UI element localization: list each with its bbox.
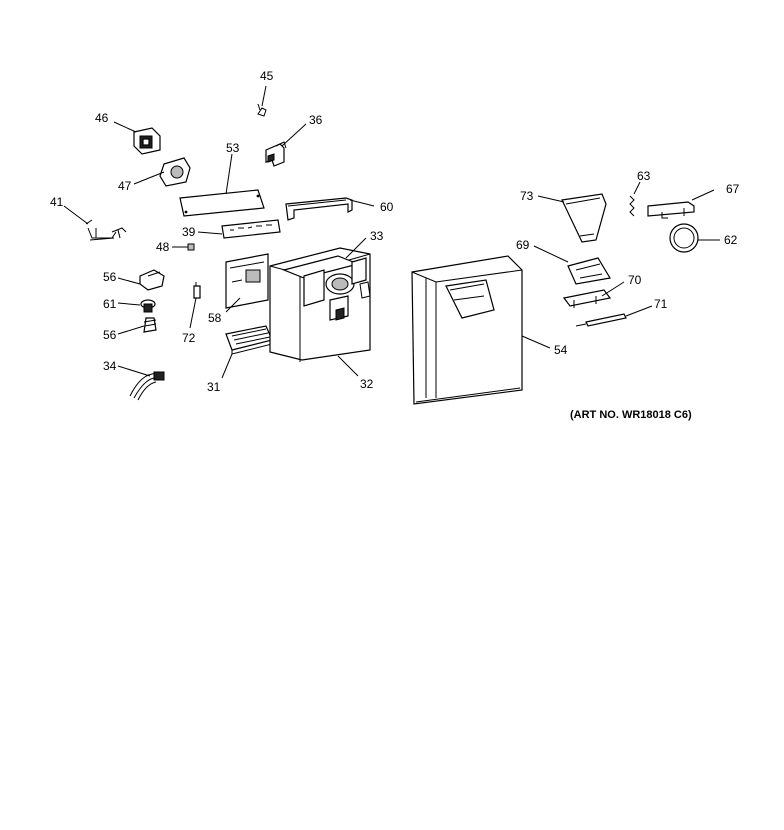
part-34-harness bbox=[129, 371, 165, 401]
part-70-lever bbox=[562, 289, 612, 308]
leader-lines bbox=[63, 85, 720, 379]
part-67-bracket bbox=[647, 201, 695, 219]
callout-47: 47 bbox=[118, 179, 132, 193]
part-32-dispenser-housing bbox=[269, 247, 371, 362]
part-46-cap bbox=[133, 127, 161, 155]
callout-63: 63 bbox=[637, 169, 651, 183]
part-41-lever bbox=[85, 219, 127, 241]
part-60-handle bbox=[285, 197, 353, 221]
part-72-pin bbox=[193, 282, 201, 299]
callout-56-lower: 56 bbox=[103, 328, 117, 342]
callout-31: 31 bbox=[207, 380, 221, 394]
part-61-button bbox=[140, 299, 156, 313]
part-45-clip bbox=[257, 103, 267, 117]
callout-54: 54 bbox=[554, 343, 568, 357]
callout-71: 71 bbox=[654, 297, 668, 311]
callout-62: 62 bbox=[724, 233, 738, 247]
part-36-bracket bbox=[265, 141, 287, 167]
callout-32: 32 bbox=[360, 377, 374, 391]
callout-60: 60 bbox=[380, 200, 394, 214]
callout-48: 48 bbox=[156, 240, 170, 254]
part-31-drip-tray bbox=[225, 325, 273, 355]
callout-53: 53 bbox=[226, 141, 240, 155]
callout-39: 39 bbox=[182, 225, 196, 239]
part-73-chute bbox=[561, 193, 607, 243]
part-71-rod bbox=[575, 313, 627, 327]
callout-41: 41 bbox=[50, 195, 64, 209]
callout-73: 73 bbox=[520, 189, 534, 203]
part-58-bracket bbox=[225, 253, 269, 309]
callout-56-upper: 56 bbox=[103, 270, 117, 284]
part-54-front-panel bbox=[411, 255, 523, 405]
part-63-spring bbox=[629, 195, 635, 217]
callout-46: 46 bbox=[95, 111, 109, 125]
callout-69: 69 bbox=[516, 238, 530, 252]
part-69-flap bbox=[567, 257, 611, 285]
part-48-screw bbox=[187, 243, 195, 251]
art-number: (ART NO. WR18018 C6) bbox=[570, 409, 692, 421]
callout-36: 36 bbox=[309, 113, 323, 127]
callout-33: 33 bbox=[370, 229, 384, 243]
callout-70: 70 bbox=[628, 273, 642, 287]
callout-34: 34 bbox=[103, 359, 117, 373]
part-62-ring bbox=[669, 223, 699, 253]
part-39-board bbox=[221, 219, 281, 239]
callout-61: 61 bbox=[103, 297, 117, 311]
part-47-gasket bbox=[159, 157, 191, 187]
part-53-panel bbox=[179, 189, 265, 217]
callout-72: 72 bbox=[182, 331, 196, 345]
callout-67: 67 bbox=[726, 182, 740, 196]
part-56-switch-lower bbox=[143, 317, 157, 333]
callout-45: 45 bbox=[260, 69, 274, 83]
part-56-switch-upper bbox=[139, 269, 165, 291]
callout-58: 58 bbox=[208, 311, 222, 325]
